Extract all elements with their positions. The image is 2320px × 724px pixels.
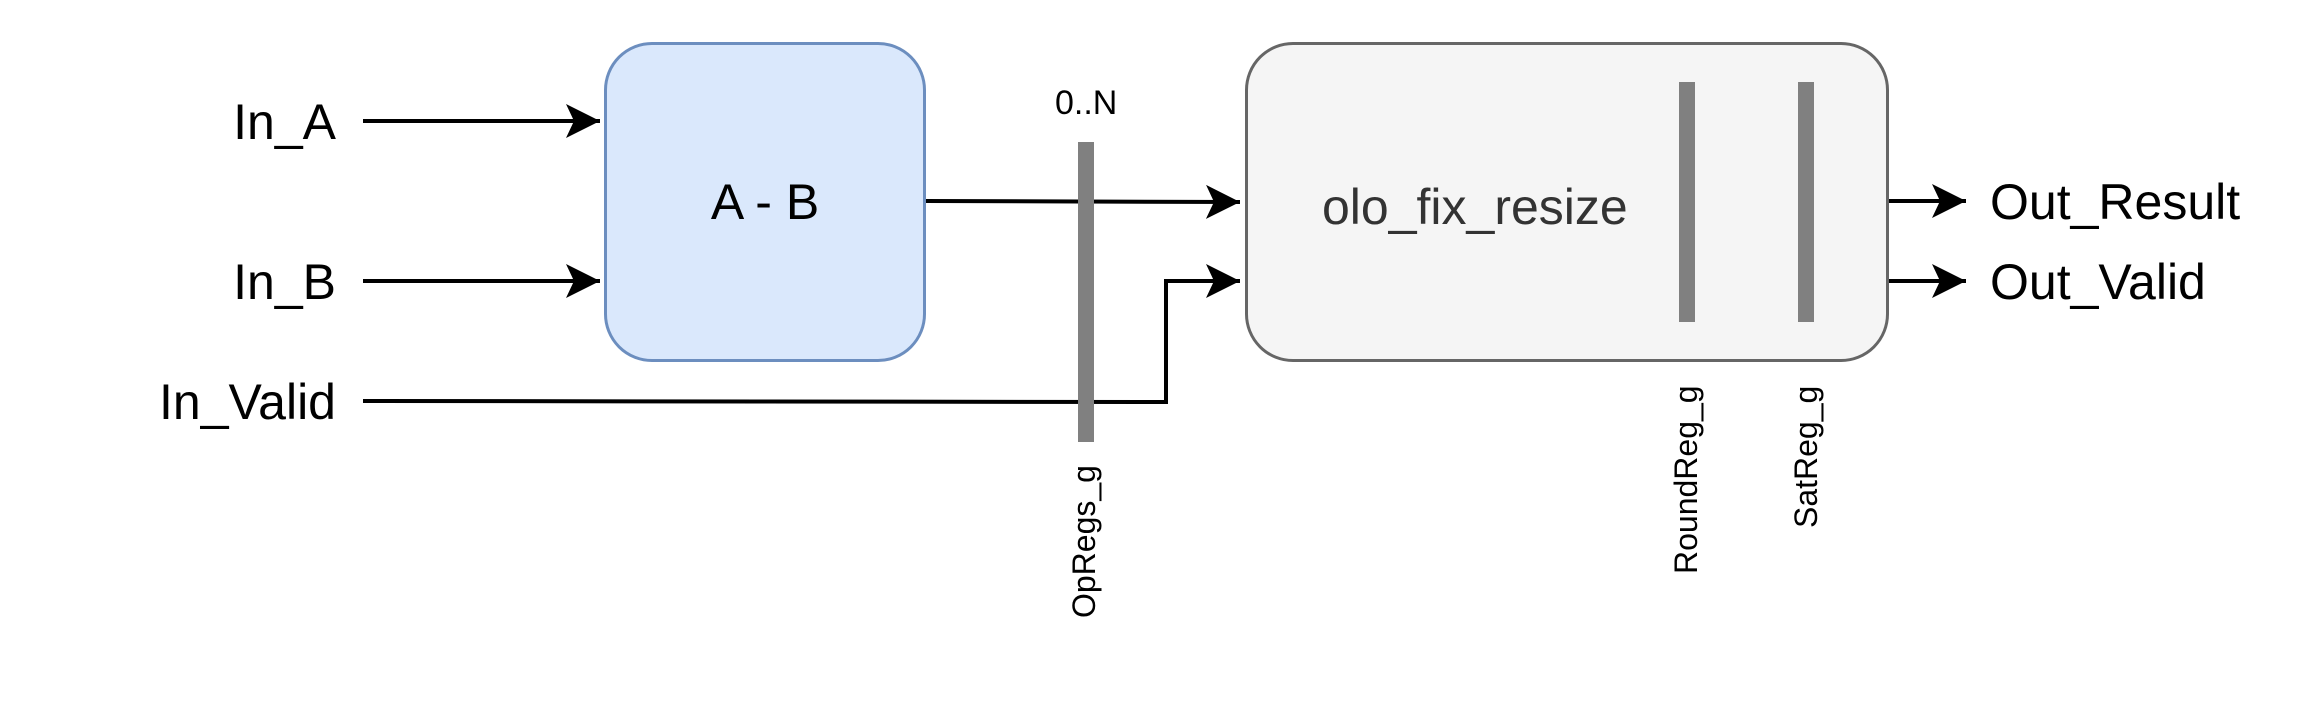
round-reg-label: RoundReg_g	[1668, 385, 1704, 574]
input-label-in-b: In_B	[233, 254, 336, 310]
op-regs-count-label: 0..N	[1055, 84, 1118, 122]
input-label-in-a: In_A	[233, 94, 336, 150]
resize-block: olo_fix_resize	[1245, 42, 1889, 362]
output-label-out-valid: Out_Valid	[1990, 254, 2206, 310]
op-regs-label: OpRegs_g	[1066, 465, 1102, 618]
wire-in-valid	[362, 264, 1240, 405]
subtractor-block: A - B	[604, 42, 926, 362]
op-regs-bar	[1078, 142, 1094, 442]
sat-reg-bar	[1798, 82, 1814, 322]
resize-label: olo_fix_resize	[1322, 179, 1628, 235]
input-label-in-valid: In_Valid	[159, 374, 336, 430]
output-label-out-result: Out_Result	[1990, 174, 2241, 230]
sat-reg-label: SatReg_g	[1788, 385, 1824, 528]
subtractor-label: A - B	[710, 174, 820, 230]
round-reg-bar	[1679, 82, 1695, 322]
